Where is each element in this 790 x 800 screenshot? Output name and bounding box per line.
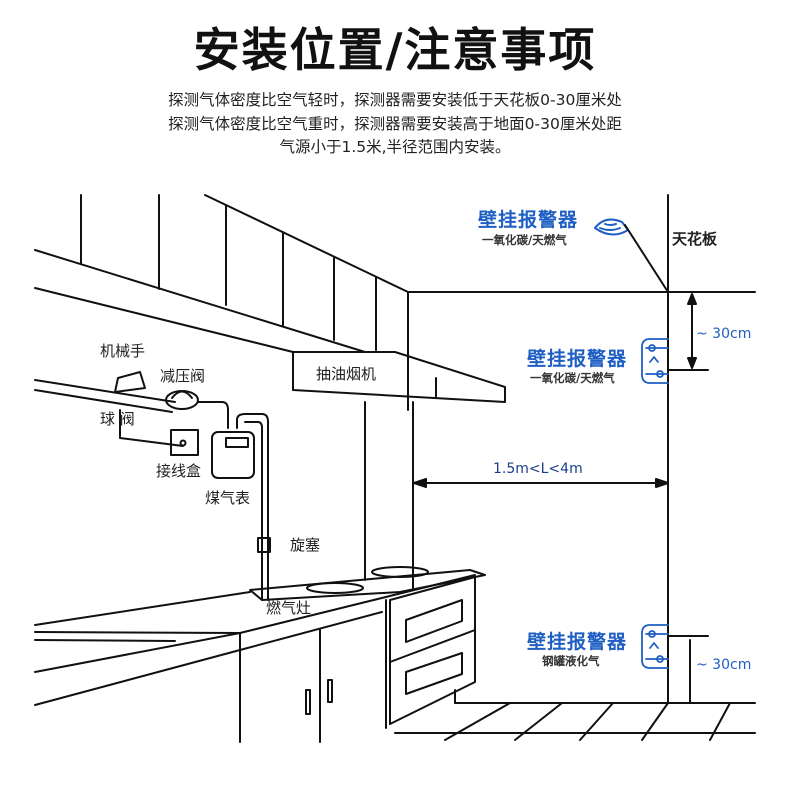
- description-line-3: 气源小于1.5米,半径范围内安装。: [279, 138, 511, 156]
- upper-alarm-subtitle: 一氧化碳/天燃气: [530, 371, 615, 385]
- ceiling-alarm-title: 壁挂报警器: [478, 209, 579, 231]
- wall-alarm-upper-icon: [641, 338, 669, 384]
- junction-box-label: 接线盒: [156, 462, 202, 480]
- ceiling-label: 天花板: [672, 230, 718, 248]
- floor: [394, 639, 756, 741]
- top-offset-label: ~ 30cm: [696, 326, 752, 342]
- distance-dimension-line: [413, 478, 669, 488]
- range-hood: [292, 351, 506, 591]
- gas-meter-label: 煤气表: [205, 489, 251, 507]
- description-line-1: 探测气体密度比空气轻时，探测器需要安装低于天花板0-30厘米处: [168, 91, 622, 109]
- range-hood-label: 抽油烟机: [316, 365, 377, 383]
- page-title: 安装位置/注意事项: [193, 23, 597, 77]
- ball-valve-label: 球 阀: [100, 410, 135, 428]
- distance-range-label: 1.5m<L<4m: [493, 461, 583, 477]
- gas-stove-label: 燃气灶: [266, 599, 312, 617]
- description-line-2: 探测气体密度比空气重时，探测器需要安装高于地面0-30厘米处距: [168, 115, 622, 133]
- plug-valve-label: 旋塞: [290, 536, 321, 554]
- walls: [407, 194, 756, 703]
- upper-alarm-title: 壁挂报警器: [527, 348, 628, 370]
- top-dimension-line: [667, 293, 709, 371]
- ceiling-alarm-icon: [594, 218, 669, 293]
- bottom-offset-label: ~ 30cm: [696, 657, 752, 673]
- gas-pipeline: [34, 371, 271, 601]
- pressure-valve-label: 减压阀: [160, 367, 206, 385]
- lower-alarm-subtitle: 钢罐液化气: [542, 654, 600, 668]
- countertop: [34, 566, 486, 743]
- manipulator-label: 机械手: [100, 342, 146, 360]
- upper-cabinets: [34, 194, 669, 353]
- lower-alarm-title: 壁挂报警器: [527, 631, 628, 653]
- wall-alarm-lower-icon: [641, 624, 669, 669]
- ceiling-alarm-subtitle: 一氧化碳/天燃气: [482, 233, 567, 247]
